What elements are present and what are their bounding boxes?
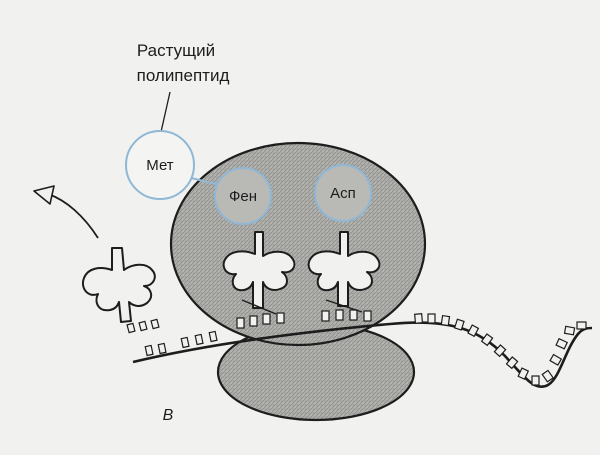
amino-acid-phe: Фен xyxy=(214,167,272,225)
mrna-codon-marks xyxy=(144,313,587,386)
growing-polypeptide-label: Растущий полипептид xyxy=(137,41,230,133)
label-line-1: Растущий xyxy=(137,41,215,60)
trna-asp xyxy=(307,231,381,313)
panel-letter: В xyxy=(163,407,174,424)
trna-phe xyxy=(222,231,296,315)
amino-acid-asp-label: Асп xyxy=(330,185,356,202)
amino-acid-met-circle xyxy=(125,130,195,200)
exit-arrow xyxy=(33,185,99,239)
trna-exiting xyxy=(82,247,160,334)
ribosome-codons xyxy=(236,309,372,329)
amino-acid-phe-label: Фен xyxy=(229,188,257,205)
amino-acid-met: Мет xyxy=(125,130,195,200)
amino-acid-asp-circle xyxy=(314,164,372,222)
amino-acid-phe-circle xyxy=(214,167,272,225)
amino-acid-asp: Асп xyxy=(314,164,372,222)
label-leader-line xyxy=(160,91,171,133)
amino-acid-met-label: Мет xyxy=(146,157,174,174)
label-line-2: полипептид xyxy=(137,66,230,85)
large-ribosomal-subunit xyxy=(169,141,427,347)
